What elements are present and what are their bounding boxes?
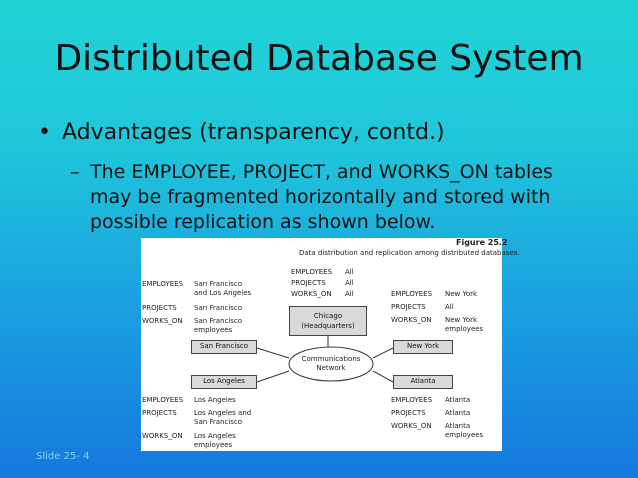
la-table-works-on: WORKS_ON: [142, 432, 183, 440]
chicago-value-projects: All: [345, 279, 354, 287]
atlanta-value-works-on: Atlanta employees: [445, 422, 484, 439]
atlanta-node-label: Atlanta: [410, 377, 436, 385]
link-sf: [256, 347, 290, 359]
ny-node: New York: [393, 340, 453, 354]
sf-value-projects: San Francisco: [194, 304, 243, 312]
atlanta-value-employees: Atlanta: [445, 396, 471, 404]
slide-number: Slide 25- 4: [36, 451, 90, 462]
link-atl: [372, 370, 394, 383]
sf-table-works-on: WORKS_ON: [142, 317, 183, 325]
la-table-projects: PROJECTS: [142, 409, 177, 417]
la-value-works-on: Los Angeles employees: [194, 432, 236, 449]
connection-lines: [256, 336, 394, 383]
bullet-text: Advantages (transparency, contd.): [62, 120, 445, 145]
la-node-label: Los Angeles: [203, 377, 245, 385]
sf-node-label: San Francisco: [199, 342, 249, 350]
chicago-node-label: Chicago (Headquarters): [301, 312, 355, 330]
chicago-node: Chicago (Headquarters): [289, 306, 367, 336]
distribution-figure: Figure 25.2 Data distribution and replic…: [141, 238, 520, 451]
link-la: [256, 370, 290, 383]
dash-icon: –: [70, 161, 80, 183]
atlanta-table-works-on: WORKS_ON: [391, 422, 432, 430]
sf-node: San Francisco: [191, 340, 257, 354]
figure-label: Figure 25.2: [456, 238, 508, 247]
atlanta-value-projects: Atlanta: [445, 409, 471, 417]
sf-table-projects: PROJECTS: [142, 304, 177, 312]
ny-node-label: New York: [406, 342, 440, 350]
chicago-table-works-on: WORKS_ON: [291, 290, 332, 298]
sf-value-employees: San Francisco and Los Angeles: [194, 280, 252, 297]
la-table-employees: EMPLOYEES: [142, 396, 184, 404]
network-hub-label: Communications Network: [301, 355, 361, 372]
chicago-value-employees: All: [345, 268, 354, 276]
bullet-dot-icon: •: [38, 120, 51, 145]
network-hub-shape: [288, 346, 374, 382]
atlanta-table-projects: PROJECTS: [391, 409, 426, 417]
la-node: Los Angeles: [191, 375, 257, 389]
la-value-projects: Los Angeles and San Francisco: [194, 409, 252, 426]
sub-bullet: – The EMPLOYEE, PROJECT, and WORKS_ON ta…: [70, 160, 600, 235]
figure-caption: Data distribution and replication among …: [299, 249, 520, 257]
la-value-employees: Los Angeles: [194, 396, 236, 404]
atlanta-node: Atlanta: [393, 375, 453, 389]
ny-table-projects: PROJECTS: [391, 303, 426, 311]
bullet-point: • Advantages (transparency, contd.): [38, 120, 445, 145]
chicago-table-projects: PROJECTS: [291, 279, 326, 287]
chicago-value-works-on: All: [345, 290, 354, 298]
ny-table-works-on: WORKS_ON: [391, 316, 432, 324]
ny-value-employees: New York: [445, 290, 478, 298]
ny-value-projects: All: [445, 303, 454, 311]
sf-table-employees: EMPLOYEES: [142, 280, 184, 288]
slide-title: Distributed Database System: [54, 38, 584, 79]
ny-table-employees: EMPLOYEES: [391, 290, 433, 298]
chicago-table-employees: EMPLOYEES: [291, 268, 333, 276]
sub-bullet-text: The EMPLOYEE, PROJECT, and WORKS_ON tabl…: [90, 161, 553, 233]
ny-value-works-on: New York employees: [445, 316, 484, 333]
link-ny: [372, 347, 394, 359]
atlanta-table-employees: EMPLOYEES: [391, 396, 433, 404]
sf-value-works-on: San Francisco employees: [194, 317, 243, 334]
